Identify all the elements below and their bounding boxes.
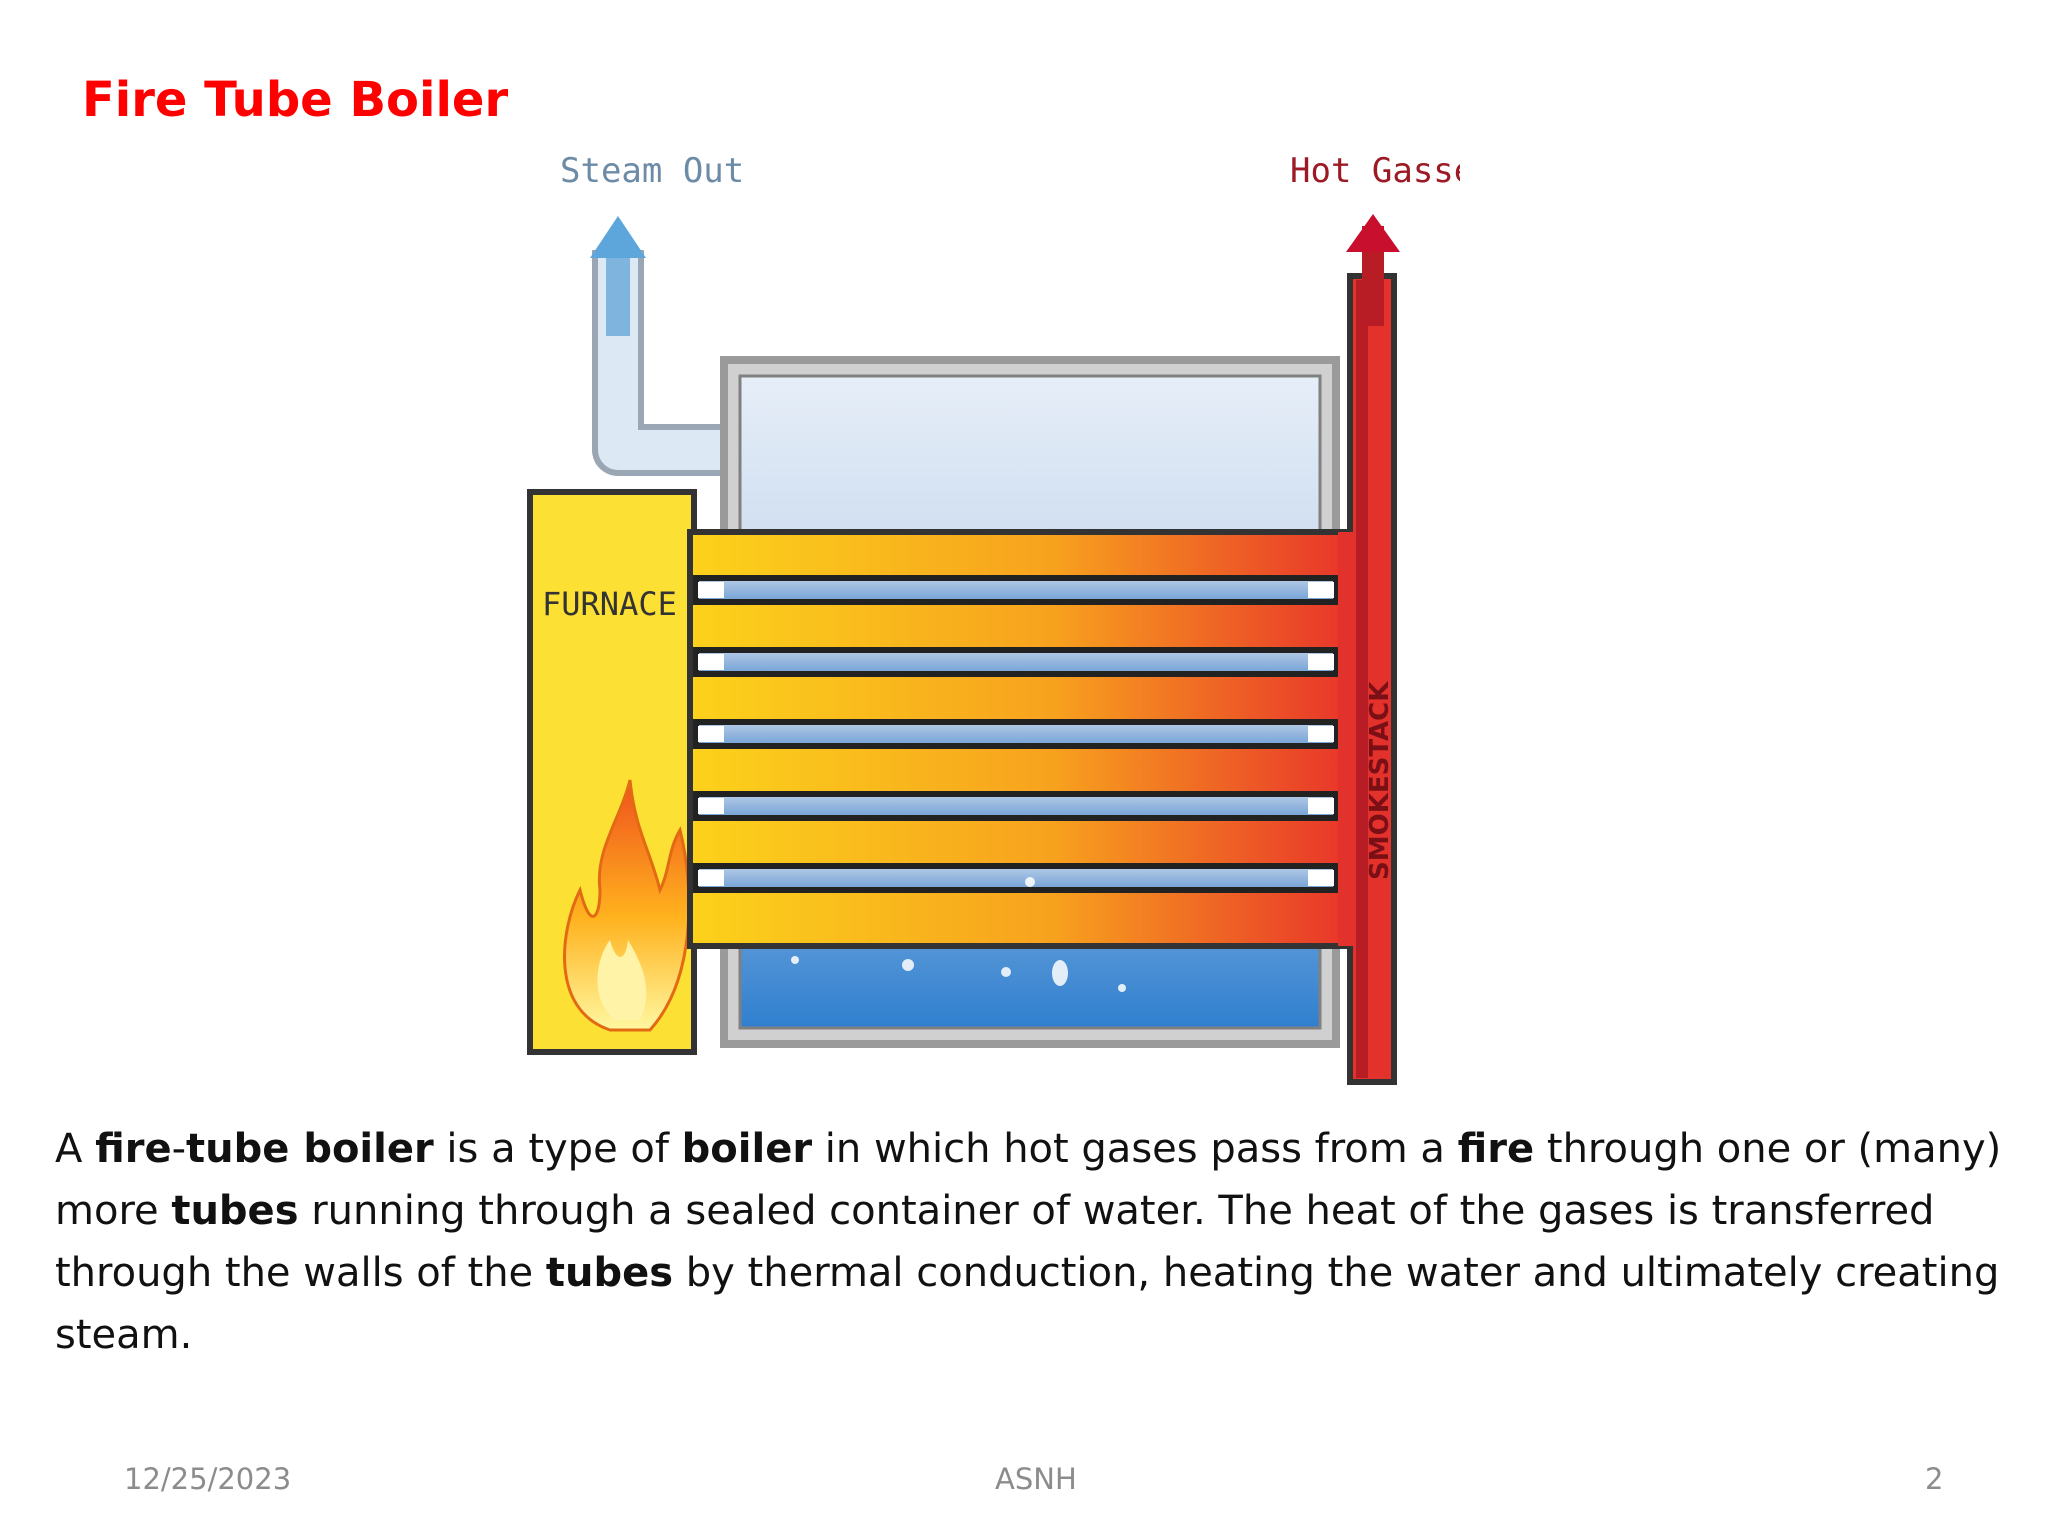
paragraph-text: A [55, 1126, 96, 1172]
steam-out-label: Steam Out [560, 151, 744, 191]
slide-title: Fire Tube Boiler [82, 72, 509, 128]
hot-gas-arrow-icon [1346, 214, 1400, 326]
steam-pipe [592, 250, 720, 476]
paragraph-text: in which hot gases pass from a [812, 1126, 1458, 1172]
paragraph-text: through one or (many) more [55, 1126, 2002, 1234]
footer-date: 12/25/2023 [124, 1462, 292, 1496]
bold-term: tube boiler [186, 1126, 434, 1172]
paragraph-text: is a type of [433, 1126, 682, 1172]
footer-center-text: ASNH [995, 1462, 1077, 1496]
bold-term: boiler [681, 1126, 813, 1172]
bold-term: fire [95, 1126, 172, 1172]
fire-tubes [687, 529, 1353, 949]
paragraph-text: by thermal conduction, heating the water… [55, 1250, 2000, 1358]
paragraph-text: - [171, 1126, 187, 1172]
hot-gasses-label: Hot Gasses [1290, 151, 1460, 191]
bold-term: tubes [171, 1188, 299, 1234]
furnace-label: FURNACE [542, 585, 677, 623]
paragraph-text: running through a sealed container of wa… [55, 1188, 1935, 1296]
description-paragraph: A fire-tube boiler is a type of boiler i… [55, 1118, 2030, 1366]
smokestack [1338, 273, 1397, 1085]
bold-term: tubes [545, 1250, 674, 1296]
fire-tube-boiler-diagram: Steam Out Hot Gasses FURNACE SMOKESTACK [520, 130, 1460, 1090]
water-bubbles [791, 877, 1126, 992]
page-number: 2 [1925, 1462, 1944, 1496]
bold-term: fire [1457, 1126, 1535, 1172]
steam-arrow-icon [590, 216, 646, 336]
smokestack-label: SMOKESTACK [1365, 681, 1395, 880]
